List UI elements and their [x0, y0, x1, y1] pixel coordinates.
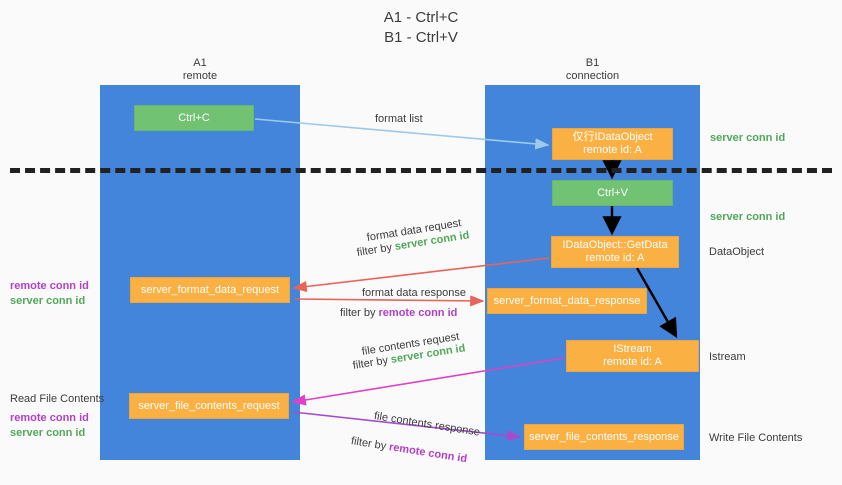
arrow-getdata-to-istream [635, 267, 678, 339]
arrow-format-list [254, 118, 550, 150]
label-dataobject: DataObject [709, 246, 765, 258]
label-server-conn-id-mid: server conn id [710, 211, 786, 223]
label-server-conn-id-2: server conn id [10, 427, 86, 439]
label-conn-id-pair-top: remote conn id server conn id [10, 279, 89, 309]
lane-header-b1: B1 connection [565, 57, 620, 82]
arrow-format-data-request [292, 257, 550, 293]
label-server-conn-id-top: server conn id [710, 132, 786, 144]
page-title: A1 - Ctrl+C B1 - Ctrl+V [383, 9, 459, 46]
phase-divider [10, 168, 832, 173]
node-ctrl-v[interactable]: Ctrl+V [552, 180, 673, 206]
label-conn-id-pair-bottom: remote conn id server conn id [10, 411, 89, 441]
node-idataobject-getdata[interactable]: IDataObject::GetData remote id: A [551, 236, 679, 268]
node-idataobject[interactable]: 仅行IDataObject remote id: A [552, 128, 673, 160]
label-read-file-contents: Read File Contents [10, 393, 105, 405]
label-filter-by-remote-conn-id-1: filter by remote conn id [340, 306, 457, 321]
arrow-file-contents-request [291, 357, 565, 406]
filter-by-text-2: filter by [340, 307, 379, 319]
label-server-conn-id-1: server conn id [10, 295, 86, 307]
label-remote-conn-id-1: remote conn id [10, 280, 89, 292]
node-server-format-data-response[interactable]: server_format_data_response [487, 288, 647, 314]
label-istream: Istream [709, 351, 746, 363]
node-ctrl-c[interactable]: Ctrl+C [134, 105, 254, 131]
node-server-file-contents-request[interactable]: server_file_contents_request [129, 393, 289, 419]
arrow-format-data-response [294, 295, 485, 307]
label-write-file-contents: Write File Contents [709, 432, 803, 444]
node-server-file-contents-response[interactable]: server_file_contents_response [524, 424, 684, 450]
label-format-list: format list [375, 113, 423, 125]
arrow-file-contents-response [292, 411, 522, 442]
node-server-format-data-request[interactable]: server_format_data_request [130, 277, 290, 303]
lane-header-a1: A1 remote [182, 57, 218, 82]
label-format-data-response: format data response [362, 287, 466, 299]
node-istream[interactable]: IStream remote id: A [566, 340, 699, 372]
filter-value-remote-conn-id-1: remote conn id [378, 307, 458, 319]
label-remote-conn-id-2: remote conn id [10, 412, 89, 424]
